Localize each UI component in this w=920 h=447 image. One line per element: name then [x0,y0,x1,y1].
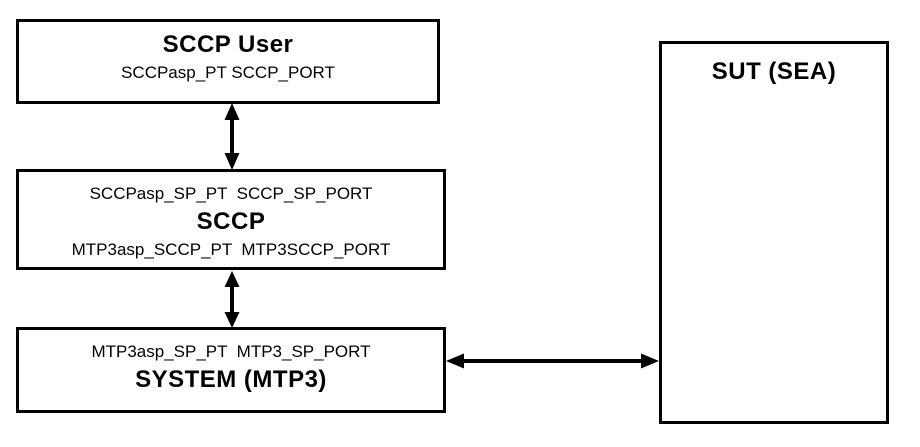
double-arrow-vertical-icon [224,271,240,328]
arrow-sccp-user-to-sccp [221,103,243,170]
sccp-lower-ports: MTP3asp_SCCP_PT MTP3SCCP_PORT [71,240,391,259]
sccp-user-title: SCCP User [162,31,294,58]
double-arrow-horizontal-icon [446,353,659,369]
sccp-user-ports: SCCPasp_PT SCCP_PORT [121,63,335,82]
double-arrow-vertical-icon [224,103,240,170]
system-mtp3-ports: MTP3asp_SP_PT MTP3_SP_PORT [91,342,371,361]
arrow-sccp-to-system-mtp3 [221,271,243,328]
arrow-system-mtp3-to-sut [446,350,659,372]
box-sccp-user: SCCP User SCCPasp_PT SCCP_PORT [16,19,440,104]
sccp-title: SCCP [196,208,266,235]
sut-title: SUT (SEA) [711,58,837,85]
system-mtp3-title: SYSTEM (MTP3) [135,366,327,393]
box-sut: SUT (SEA) [659,41,889,424]
box-sccp: SCCPasp_SP_PT SCCP_SP_PORT SCCP MTP3asp_… [16,169,446,270]
box-system-mtp3: MTP3asp_SP_PT MTP3_SP_PORT SYSTEM (MTP3) [16,327,446,413]
sccp-upper-ports: SCCPasp_SP_PT SCCP_SP_PORT [89,184,373,203]
